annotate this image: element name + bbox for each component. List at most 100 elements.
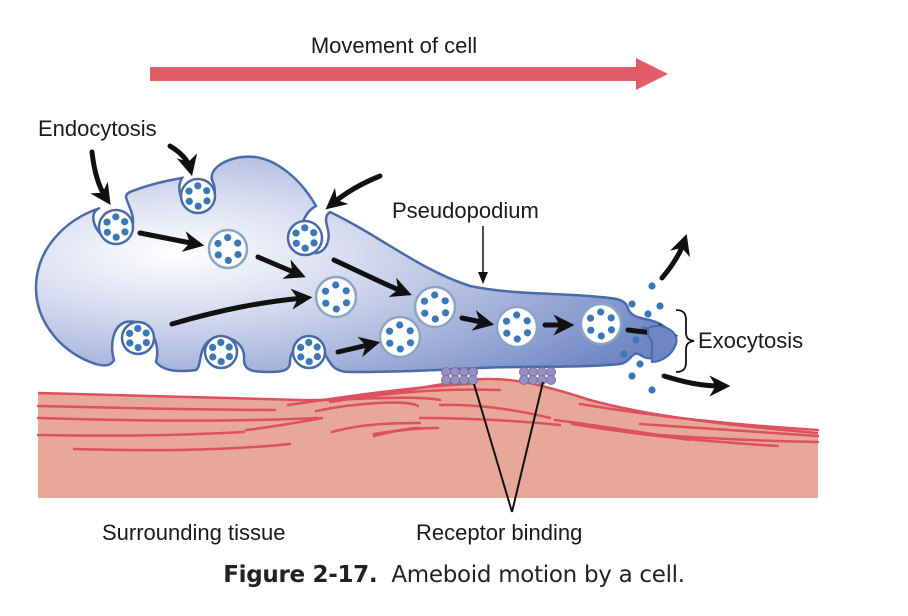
vesicle-dot — [234, 239, 242, 247]
vesicle-contents — [103, 182, 664, 394]
released-dot — [636, 360, 644, 368]
vesicle-dot — [332, 281, 340, 289]
vesicle-dot — [121, 228, 129, 236]
vesicle-dot — [209, 353, 217, 361]
vesicle-dot — [305, 338, 313, 346]
released-dot — [648, 386, 656, 394]
vesicle-dot — [502, 317, 511, 325]
vesicle-dot — [587, 326, 595, 334]
vesicle-dot — [234, 250, 242, 259]
vesicle-dot — [396, 321, 404, 329]
vesicle-dot — [297, 353, 305, 361]
vesicle-dot — [103, 228, 111, 236]
vesicle-dot — [209, 343, 217, 351]
vesicle-dot — [396, 345, 404, 353]
exocytosis-brace — [675, 309, 695, 373]
vesicle-dot — [142, 339, 150, 347]
vesicle-dot — [607, 326, 616, 334]
vesicle-arrow-5 — [335, 336, 381, 358]
vesicle-dot — [203, 187, 211, 195]
vesicle-dot — [214, 239, 222, 248]
vesicle-dot — [126, 339, 134, 347]
endocytosis-arrow-1 — [89, 149, 111, 205]
vesicle-dot — [194, 202, 202, 210]
vesicle-dot — [513, 335, 521, 343]
vesicle-dot — [342, 299, 351, 307]
vesicle-dot — [332, 305, 340, 313]
released-dot — [632, 336, 640, 344]
receptor-bead — [528, 375, 538, 385]
figure-caption: Figure 2-17. Ameboid motion by a cell. — [0, 562, 908, 588]
receptor-binding-pointers — [473, 381, 544, 513]
released-dot — [648, 282, 656, 290]
vesicle-dot — [301, 224, 309, 232]
receptor-binding-label: Receptor binding — [416, 520, 582, 545]
vesicle-dot — [385, 327, 394, 335]
vesicle-dot — [134, 344, 142, 352]
vesicle-dot — [203, 197, 211, 205]
vesicle-dot — [121, 218, 129, 226]
exocytosis-arrow-down — [661, 373, 731, 397]
vesicle-dot — [597, 308, 605, 316]
vesicle-dot — [597, 332, 605, 340]
vesicle-dot — [297, 343, 305, 351]
vesicle-dot — [322, 299, 330, 307]
vesicle-dot — [224, 256, 232, 264]
flow-arrows — [89, 143, 731, 397]
vesicle-dot — [310, 239, 318, 247]
surrounding-tissue — [36, 377, 820, 498]
vesicle-dot — [134, 324, 142, 332]
vesicle-dot — [292, 229, 300, 237]
vesicle-dot — [194, 182, 202, 190]
figure-number: Figure 2-17. — [223, 562, 378, 588]
vesicle-arrow-4 — [169, 288, 313, 327]
vesicle-dot — [406, 339, 415, 347]
movement-arrow — [150, 58, 668, 90]
vesicle-dot — [217, 338, 225, 346]
vesicle-dot — [225, 343, 233, 351]
vesicle-dot — [420, 297, 429, 305]
vesicle-dot — [112, 213, 120, 221]
vesicle-dot — [441, 309, 450, 317]
vesicle-dot — [342, 287, 350, 295]
vesicle-dot — [431, 291, 439, 299]
vesicle-dot — [224, 234, 232, 242]
vesicle-dot — [523, 317, 531, 325]
endocytosis-arrow-3 — [325, 173, 383, 210]
pseudopodium-label: Pseudopodium — [392, 198, 539, 223]
vesicle-dot — [523, 329, 532, 337]
vesicle-arrow-2 — [255, 254, 306, 279]
vesicle-dot — [142, 329, 150, 337]
receptor-bead — [459, 375, 469, 385]
released-dot — [656, 302, 664, 310]
endocytosis-arrow-2 — [167, 143, 198, 177]
internal-vesicles — [207, 228, 623, 359]
vesicle-dot — [305, 358, 313, 366]
vesicle-dot — [301, 244, 309, 252]
vesicle-dot — [406, 327, 414, 335]
vesicle-dot — [103, 218, 111, 226]
exocytosis-arrow-up — [659, 234, 690, 281]
receptor-bead — [450, 375, 460, 385]
vesicle-dot — [214, 251, 222, 259]
vesicle-dot — [421, 309, 429, 317]
exocytosis-label: Exocytosis — [698, 328, 803, 353]
vesicle-dot — [217, 358, 225, 366]
vesicle-arrow-3 — [331, 257, 412, 298]
vesicle-dot — [313, 353, 321, 361]
vesicle-dot — [112, 233, 120, 241]
pseudopodium-pointer — [478, 226, 488, 284]
endocytosis-label: Endocytosis — [38, 116, 157, 141]
pseudopod-tip — [647, 325, 678, 364]
receptor-bead — [546, 375, 556, 385]
vesicle-dot — [321, 287, 330, 295]
vesicle-dot — [386, 339, 394, 347]
vesicle-dot — [126, 329, 134, 337]
vesicle-dot — [586, 314, 595, 322]
vesicle-dot — [431, 315, 439, 323]
vesicle-dot — [503, 329, 511, 337]
surrounding-tissue-label: Surrounding tissue — [102, 520, 285, 545]
vesicle-dot — [185, 187, 193, 195]
receptor-bead — [519, 375, 529, 385]
